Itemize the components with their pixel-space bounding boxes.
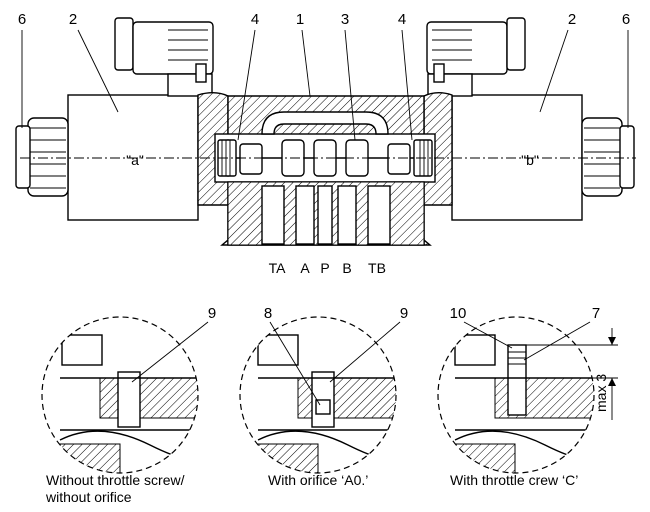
detail-caption: With throttle crew ‘C’: [450, 472, 578, 488]
callout-number: 8: [264, 305, 272, 322]
callout-number: 2: [69, 11, 77, 28]
port-passages: [261, 185, 391, 245]
solenoid-b-label: "b": [521, 152, 539, 168]
port-label: TB: [368, 260, 386, 276]
callout-number: 6: [18, 11, 26, 28]
callout-number: 2: [568, 11, 576, 28]
callout-number: 6: [622, 11, 630, 28]
port-label: A: [300, 260, 310, 276]
port-label: B: [342, 260, 351, 276]
detail-caption: With orifice ‘A0.’: [268, 472, 368, 488]
callout-number: 7: [592, 305, 600, 322]
port-label: P: [320, 260, 329, 276]
port-label: TA: [269, 260, 287, 276]
left-connector: [114, 17, 214, 97]
right-solenoid-body: [451, 94, 583, 221]
main-callouts: 6 2 4 1 3 4 2 6: [18, 11, 630, 141]
solenoid-a-label: "a": [126, 152, 144, 168]
callout-number: 4: [251, 11, 259, 28]
detail-caption: Without throttle screw/: [46, 472, 185, 488]
callout-number: 1: [296, 11, 304, 28]
detail-without-throttle: 9 Without throttle screw/ without orific…: [41, 305, 216, 505]
detail-with-throttle-screw: 10 7 max 3 With throttle crew ‘C’: [437, 305, 618, 488]
left-end-nut: [15, 117, 69, 197]
callout-number: 10: [450, 305, 467, 322]
valve-cross-section: [15, 17, 636, 246]
port-labels: TA A P B TB: [269, 260, 386, 276]
callout-number: 3: [341, 11, 349, 28]
left-solenoid-body: [67, 94, 199, 221]
callout-number: 9: [208, 305, 216, 322]
right-connector: [426, 17, 526, 97]
callout-number: 4: [398, 11, 406, 28]
dimension-label: max 3: [593, 374, 609, 412]
dimension-max-3: max 3: [526, 328, 618, 420]
detail-with-orifice: 8 9 With orifice ‘A0.’: [239, 305, 408, 488]
callout-number: 9: [400, 305, 408, 322]
detail-caption: without orifice: [45, 489, 132, 505]
right-end-nut: [581, 117, 635, 197]
